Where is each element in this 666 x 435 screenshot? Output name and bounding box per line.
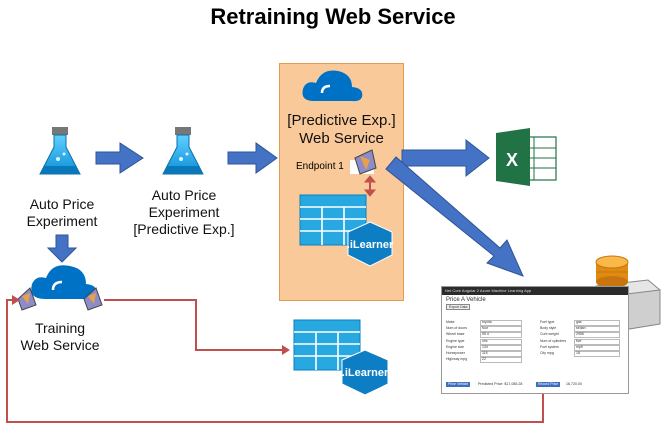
flask-icon	[162, 127, 204, 175]
predicted-price: Predicted Price: $17,085.28	[478, 382, 523, 386]
field-value: 134	[482, 344, 488, 349]
arrow-to-app	[385, 156, 524, 277]
arrow-right-2	[227, 142, 278, 174]
flow-arrowheads	[12, 295, 290, 355]
arrow-right-1	[95, 142, 144, 174]
field-label: Num of doors	[446, 326, 468, 331]
export-data-button[interactable]: Export Data	[446, 304, 471, 310]
price-vehicle-button[interactable]: Price Vehicle	[446, 382, 471, 387]
endpoint-link-arrow	[363, 175, 377, 197]
record-price-value: 16,720.00	[566, 382, 582, 386]
field-label: Engine size	[446, 344, 465, 349]
field-label: Highway mpg	[446, 357, 468, 362]
field-label: Wheel base	[446, 332, 465, 337]
field-label: Make	[446, 320, 455, 324]
flask-icon	[39, 127, 81, 175]
record-price-button[interactable]: Record Price	[536, 382, 561, 387]
field-label: Num of cylinders	[540, 338, 567, 343]
field-value: four	[482, 326, 489, 331]
web-service-panel	[279, 63, 404, 301]
field-label: Horsepower	[446, 350, 465, 355]
app-heading: Price A Vehicle	[446, 297, 486, 303]
endpoint-icon	[350, 149, 377, 175]
ilearner-table-icon	[293, 319, 389, 396]
auto-price-experiment-label: Auto Price Experiment	[26, 196, 98, 229]
field-value: mpfi	[576, 344, 583, 349]
training-web-service-label: Training Web Service	[20, 320, 100, 353]
field-value: 95.4	[482, 332, 489, 337]
ilearner-label: .iLearner	[346, 239, 394, 251]
web-service-label: [Predictive Exp.] Web Service	[287, 112, 396, 147]
field-label: Fuel system	[540, 344, 559, 349]
field-label: Engine type	[446, 338, 465, 343]
app-form: Make toyota Fuel type gas Num of doors four…	[446, 319, 626, 364]
app-screenshot: Net Core Angular 2 Azure Machine Learnin…	[441, 286, 629, 394]
arrow-to-excel	[401, 138, 490, 178]
training-endpoint-icon	[17, 287, 103, 311]
field-label: Curb weight	[540, 332, 559, 337]
field-label: Fuel type	[540, 320, 555, 324]
ilearner-table-icon	[299, 194, 393, 267]
field-value: sedan	[576, 326, 586, 331]
field-value: 2955	[576, 332, 584, 337]
predictive-experiment-label: Auto Price Experiment [Predictive Exp.]	[133, 187, 235, 237]
endpoint-label: Endpoint 1	[296, 161, 344, 172]
field-value: 22	[482, 357, 486, 362]
field-value: toyota	[482, 320, 492, 324]
cloud-web-service-icon	[302, 70, 363, 102]
excel-icon: X	[496, 128, 557, 186]
field-label: Body style	[540, 326, 557, 331]
field-value: five	[576, 338, 582, 343]
field-label: City mpg	[540, 350, 554, 355]
field-value: gas	[576, 320, 582, 324]
arrow-down	[46, 234, 78, 263]
svg-text:X: X	[506, 150, 518, 170]
ilearner-label: .iLearner	[341, 367, 389, 379]
cloud-web-service-icon	[31, 265, 97, 300]
field-value: 18	[576, 350, 580, 355]
app-header: Net Core Angular 2 Azure Machine Learnin…	[442, 287, 628, 295]
field-value: 115	[482, 350, 488, 355]
diagram-title: Retraining Web Service	[210, 4, 456, 29]
retraining-flow-line	[6, 299, 544, 423]
field-value: ohc	[482, 338, 488, 343]
